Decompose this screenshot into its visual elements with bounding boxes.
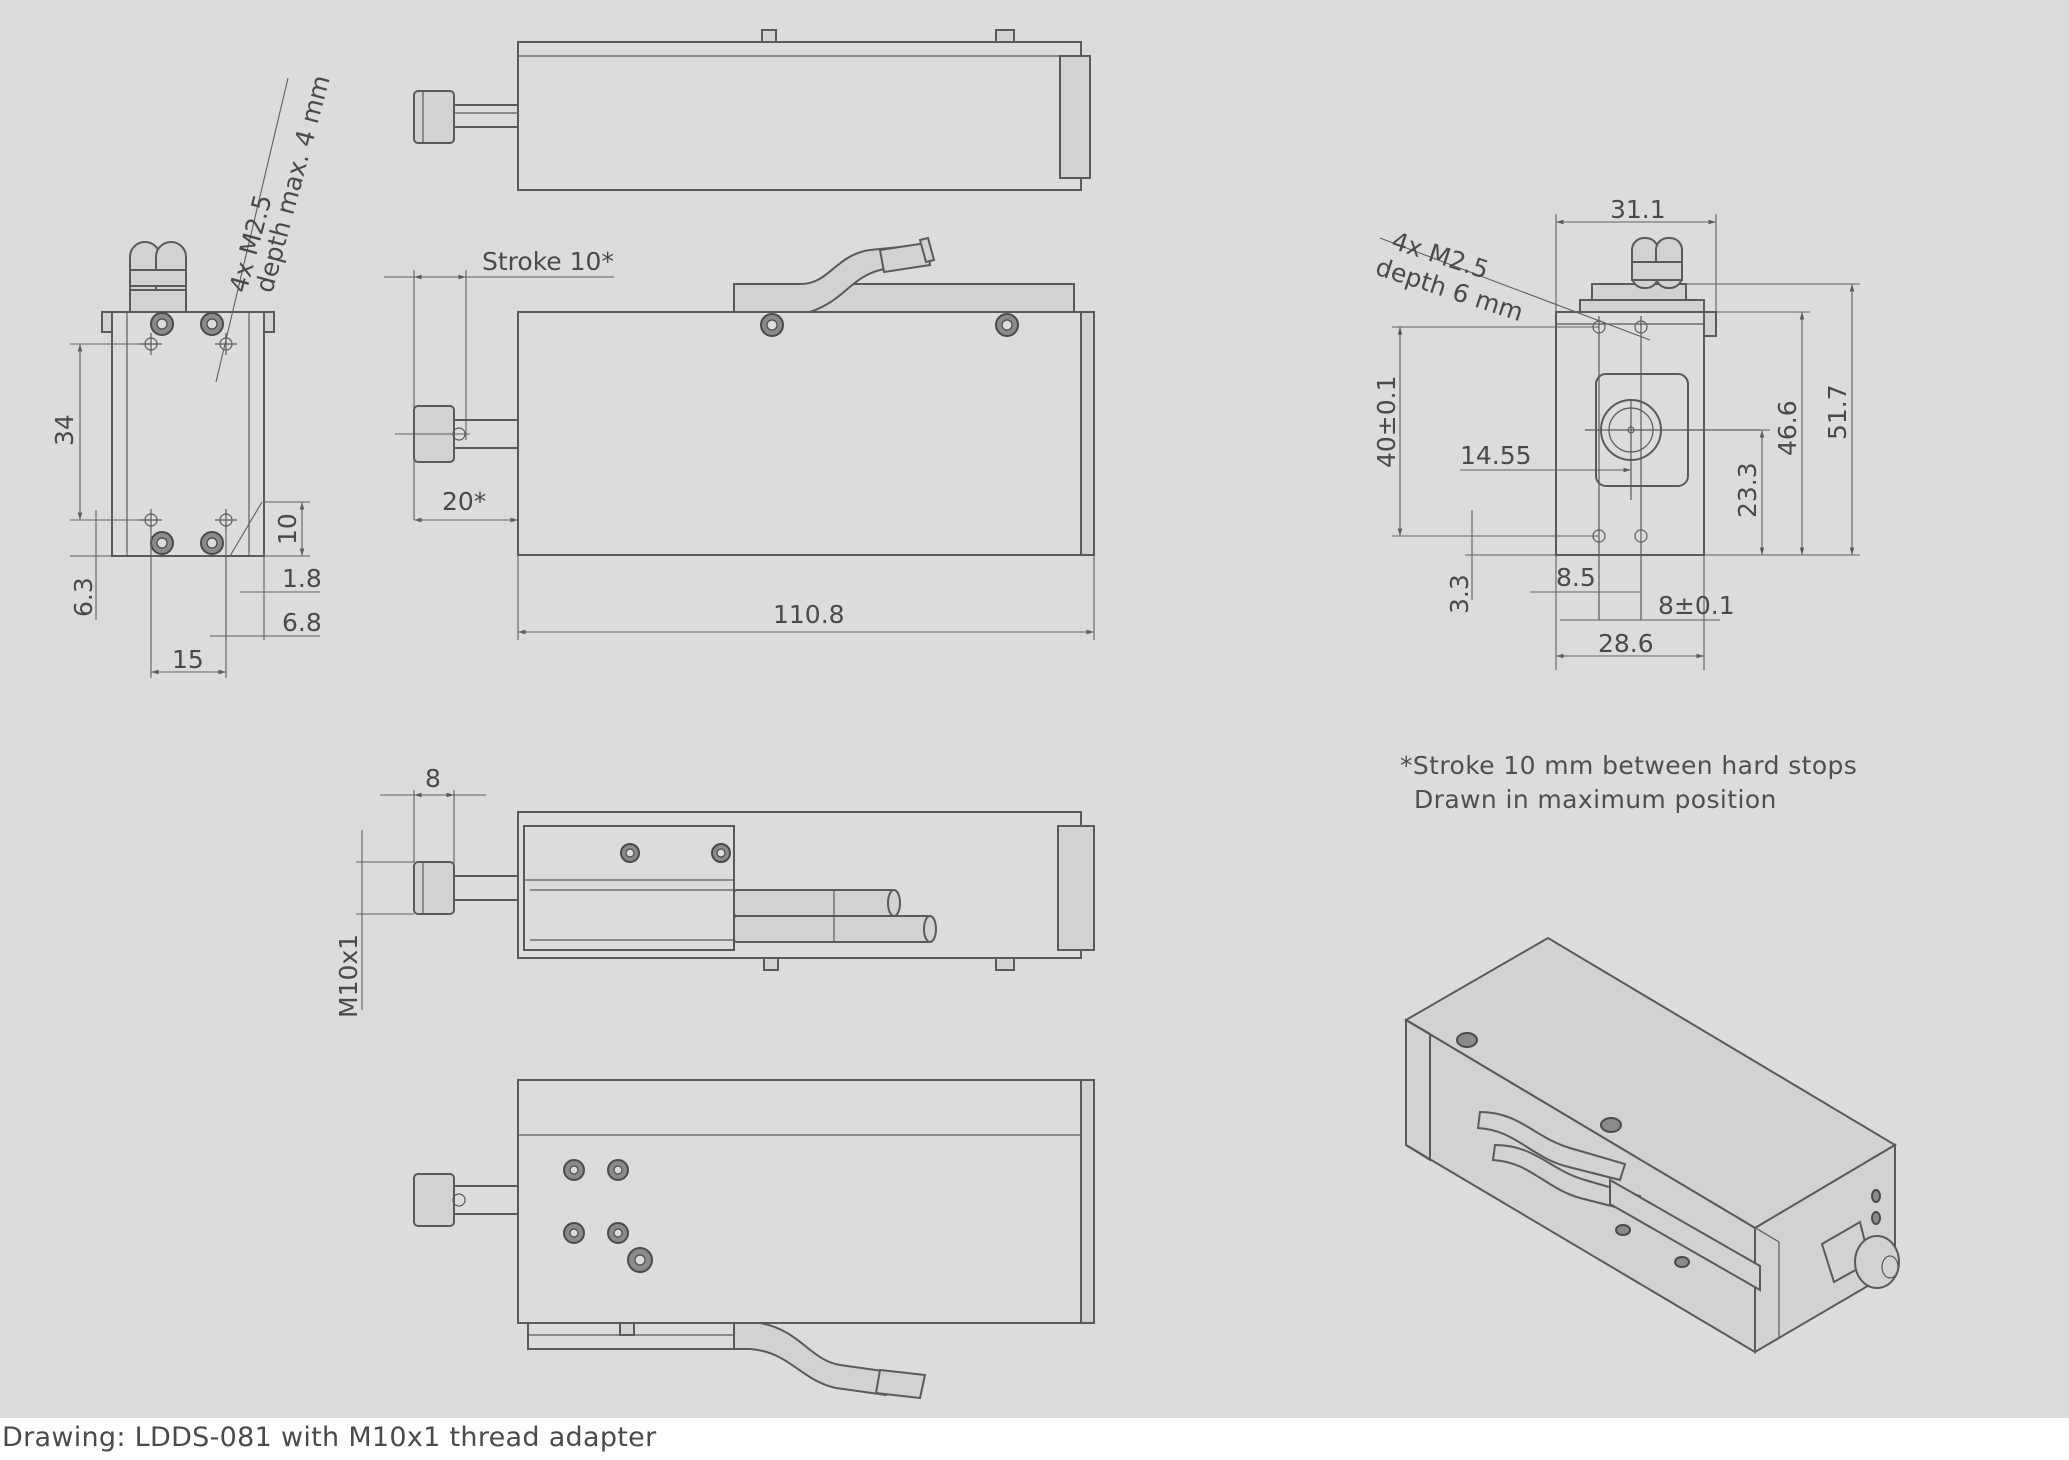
bottom-view-1 [356,790,1095,1010]
top-view [413,29,1091,191]
dim-28-6: 28.6 [1598,629,1654,658]
dim-20: 20* [442,487,486,516]
dim-46-6: 46.6 [1773,400,1802,456]
dim-40: 40±0.1 [1372,375,1401,468]
dim-31-1: 31.1 [1610,195,1666,224]
stroke-label: Stroke 10* [482,247,614,276]
dim-15: 15 [172,645,204,674]
dim-6-3: 6.3 [69,577,98,617]
dim-1-8: 1.8 [282,564,322,593]
dim-6-8: 6.8 [282,608,322,637]
position-note: Drawn in maximum position [1414,785,1777,814]
bottom-view-2 [413,1079,1095,1400]
technical-drawing: 4x M2.5 depth max. 4 mm 34 10 1.8 6.3 6.… [50,29,1900,1400]
stroke-note: *Stroke 10 mm between hard stops [1400,751,1858,780]
dim-23-3: 23.3 [1733,462,1762,518]
dim-110-8: 110.8 [773,600,845,629]
dim-51-7: 51.7 [1823,384,1852,440]
dimension-labels: 4x M2.5 depth max. 4 mm 34 10 1.8 6.3 6.… [50,72,1852,1018]
isometric-view [1404,936,1900,1354]
figure-caption: Drawing: LDDS-081 with M10x1 thread adap… [2,1422,657,1453]
dim-34: 34 [50,414,79,446]
left-end-view [70,77,320,678]
dim-8-5: 8.5 [1556,563,1596,592]
dim-3-3: 3.3 [1445,574,1474,614]
dim-10: 10 [273,513,302,545]
dim-14-55: 14.55 [1460,441,1532,470]
dim-8-tol: 8±0.1 [1658,591,1735,620]
right-end-view [1379,214,1860,670]
side-view [384,236,1095,640]
dim-8: 8 [425,764,441,793]
thread-label: M10x1 [334,934,363,1018]
